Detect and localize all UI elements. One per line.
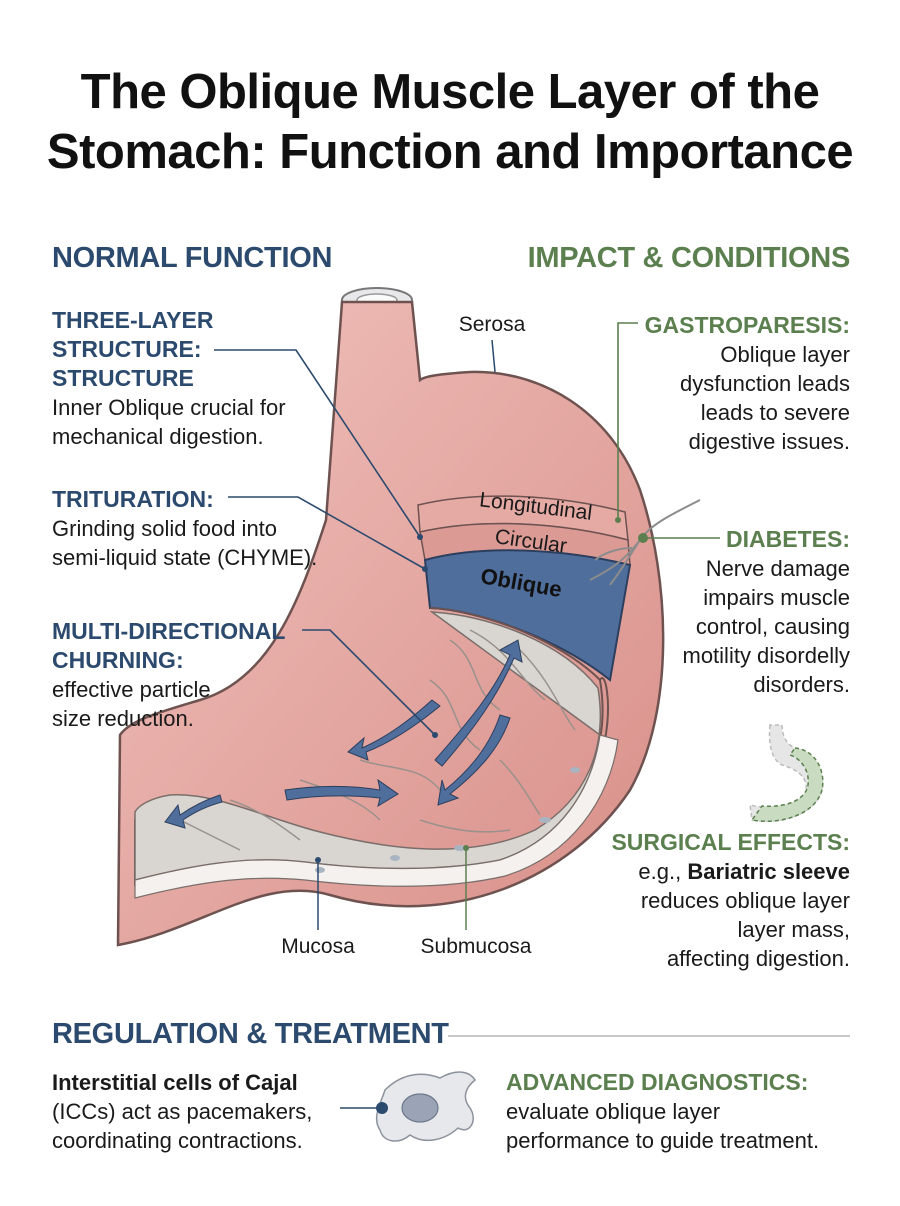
- surgical-effects-item: SURGICAL EFFECTS: e.g., Bariatric sleeve…: [600, 828, 850, 973]
- diabetes-item: DIABETES: Nerve damage impairs muscle co…: [650, 525, 851, 699]
- surgical-effects-line-3: layer mass,: [737, 917, 850, 942]
- three-layer-label-1: THREE-LAYER: [52, 307, 214, 333]
- mucosa-label: Mucosa: [281, 935, 355, 958]
- three-layer-text-1: Inner Oblique crucial for: [52, 395, 286, 420]
- three-layer-label-2: STRUCTURE:: [52, 336, 202, 362]
- advanced-diagnostics-item: ADVANCED DIAGNOSTICS: evaluate oblique l…: [506, 1068, 856, 1155]
- stomach-outer-wall: [116, 300, 665, 947]
- icc-bold-label: Interstitial cells of Cajal: [52, 1070, 298, 1095]
- gastroparesis-line-3: leads to severe: [700, 400, 850, 425]
- trituration-text-1: Grinding solid food into: [52, 516, 278, 541]
- surgical-effects-line-1: e.g., Bariatric sleeve: [638, 859, 850, 884]
- churning-label-1: MULTI-DIRECTIONAL: [52, 618, 286, 644]
- three-layer-label-3: STRUCTURE: [52, 365, 194, 391]
- icc-line-1: (ICCs) act as pacemakers,: [52, 1099, 313, 1124]
- title-line-2: Stomach: Function and Importance: [46, 125, 854, 179]
- submucosa-label: Submucosa: [421, 935, 532, 958]
- trituration-item: TRITURATION: Grinding solid food into se…: [52, 485, 372, 572]
- three-layer-text-2: mechanical digestion.: [52, 424, 264, 449]
- diabetes-label: DIABETES:: [726, 526, 850, 552]
- icc-line-2: coordinating contractions.: [52, 1128, 303, 1153]
- left-leader-lines: [214, 349, 436, 736]
- diabetes-line-3: control, causing: [695, 614, 850, 639]
- gastroparesis-label: GASTROPARESIS:: [644, 312, 850, 338]
- gastroparesis-line-2: dysfunction leads: [680, 371, 850, 396]
- three-layer-item: THREE-LAYER STRUCTURE: STRUCTURE Inner O…: [52, 306, 312, 451]
- regulation-treatment-heading: REGULATION & TREATMENT: [52, 1018, 449, 1050]
- churning-arrows: [164, 639, 523, 829]
- submucosa-band: [134, 734, 619, 899]
- surgical-effects-line-4: affecting digestion.: [666, 946, 850, 971]
- surgical-effects-line-2: reduces oblique layer: [640, 888, 850, 913]
- impact-conditions-heading: IMPACT & CONDITIONS: [527, 242, 851, 274]
- churning-item: MULTI-DIRECTIONAL CHURNING: effective pa…: [52, 617, 332, 733]
- diabetes-line-2: impairs muscle: [703, 585, 850, 610]
- diabetes-line-5: disorders.: [753, 672, 850, 697]
- page-title: The Oblique Muscle Layer of the Stomach:…: [0, 62, 900, 182]
- churning-text-2: size reduction.: [52, 706, 194, 731]
- advanced-diagnostics-line-1: evaluate oblique layer: [506, 1099, 721, 1124]
- advanced-diagnostics-label: ADVANCED DIAGNOSTICS:: [506, 1069, 809, 1095]
- icc-item: Interstitial cells of Cajal (ICCs) act a…: [52, 1068, 352, 1155]
- churning-label-2: CHURNING:: [52, 647, 184, 673]
- serosa-label: Serosa: [459, 313, 526, 336]
- trituration-label: TRITURATION:: [52, 486, 214, 512]
- gastroparesis-line-4: digestive issues.: [688, 429, 850, 454]
- icc-cell-icon: [340, 1071, 476, 1142]
- advanced-diagnostics-line-2: performance to guide treatment.: [506, 1128, 820, 1153]
- gastroparesis-line-1: Oblique layer: [720, 342, 850, 367]
- churning-text-1: effective particle: [52, 677, 211, 702]
- diabetes-line-4: motility disordelly: [682, 643, 851, 668]
- title-line-1: The Oblique Muscle Layer of the: [80, 65, 820, 119]
- trituration-text-2: semi-liquid state (CHYME).: [52, 545, 318, 570]
- diabetes-line-1: Nerve damage: [705, 556, 850, 581]
- sleeve-stomach-icon: [749, 724, 824, 822]
- normal-function-heading: NORMAL FUNCTION: [52, 242, 333, 274]
- gastroparesis-item: GASTROPARESIS: Oblique layer dysfunction…: [630, 311, 850, 456]
- surgical-effects-label: SURGICAL EFFECTS:: [611, 829, 850, 855]
- right-leader-lines: [617, 322, 720, 539]
